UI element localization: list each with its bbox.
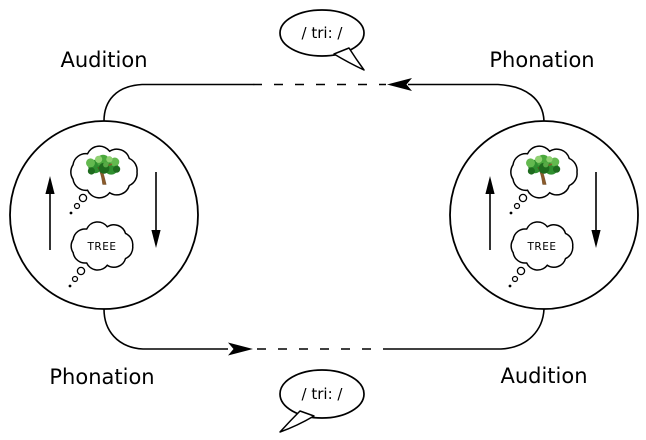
head-circle-with-thoughts: [10, 121, 198, 309]
top-right-connector-line: [408, 83, 545, 122]
right-speaker-head: TREE: [450, 121, 638, 309]
bottom-speech-bubble: / tri: /: [279, 369, 365, 433]
right-pointing-arrowhead-icon: [228, 342, 253, 356]
label-audition-top-left: Audition: [60, 48, 147, 72]
bottom-left-connector-line: [103, 308, 228, 350]
head-circle-with-thoughts: [450, 121, 638, 309]
speech-balloon-tail-icon: [333, 47, 365, 71]
right-concept-word: TREE: [527, 241, 557, 253]
speech-balloon-icon: [279, 369, 365, 419]
top-transmission-path: [103, 78, 545, 122]
bottom-transmission-path: [103, 308, 545, 356]
speech-balloon-tail-icon: [279, 410, 315, 433]
speech-balloon-icon: [279, 9, 365, 57]
top-phoneme-text: / tri: /: [302, 24, 344, 42]
left-pointing-arrowhead-icon: [387, 78, 412, 91]
label-phonation-top-right: Phonation: [489, 48, 594, 72]
label-phonation-bottom-left: Phonation: [49, 365, 154, 389]
left-speaker-head: TREE: [10, 121, 198, 309]
top-left-connector-line: [103, 83, 253, 122]
bottom-phoneme-text: / tri: /: [302, 385, 344, 403]
top-speech-bubble: / tri: /: [279, 9, 365, 71]
label-audition-bottom-right: Audition: [500, 364, 587, 388]
bottom-right-connector-line: [388, 308, 545, 350]
left-concept-word: TREE: [87, 241, 117, 253]
